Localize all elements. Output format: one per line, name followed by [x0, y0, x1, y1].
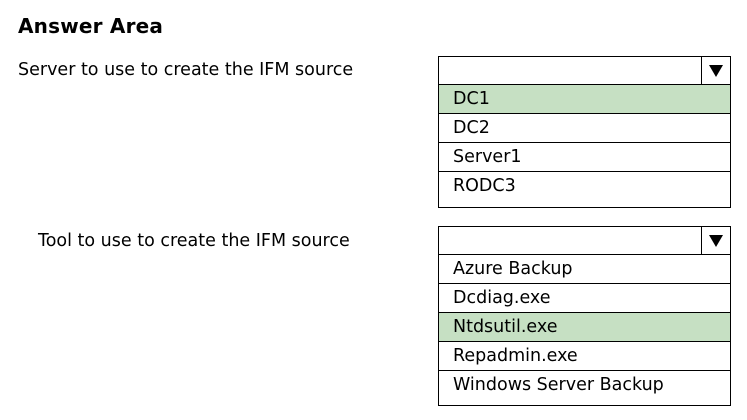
tool-question-label: Tool to use to create the IFM source — [38, 231, 350, 251]
tool-option-repadmin[interactable]: Repadmin.exe — [439, 342, 730, 371]
tool-option-ntdsutil[interactable]: Ntdsutil.exe — [439, 313, 730, 342]
chevron-down-icon — [709, 235, 723, 247]
server-dropdown-toggle[interactable] — [701, 57, 730, 84]
server-option-rodc3[interactable]: RODC3 — [453, 176, 516, 196]
server-dropdown-field[interactable] — [439, 57, 730, 85]
server-option-dc1[interactable]: DC1 — [439, 85, 730, 114]
tool-dropdown-field[interactable] — [439, 227, 730, 255]
server-option-server1[interactable]: Server1 — [439, 143, 730, 172]
tool-option-azure-backup[interactable]: Azure Backup — [439, 255, 730, 284]
server-dropdown[interactable]: DC1 DC2 Server1 RODC3 — [438, 56, 731, 208]
server-option-dc2[interactable]: DC2 — [439, 114, 730, 143]
chevron-down-icon — [709, 65, 723, 77]
tool-option-windows-server-backup[interactable]: Windows Server Backup — [453, 375, 664, 395]
tool-dropdown[interactable]: Azure Backup Dcdiag.exe Ntdsutil.exe Rep… — [438, 226, 731, 406]
tool-dropdown-toggle[interactable] — [701, 227, 730, 254]
tool-option-dcdiag[interactable]: Dcdiag.exe — [439, 284, 730, 313]
answer-area-heading: Answer Area — [18, 14, 164, 38]
server-question-label: Server to use to create the IFM source — [18, 60, 354, 80]
